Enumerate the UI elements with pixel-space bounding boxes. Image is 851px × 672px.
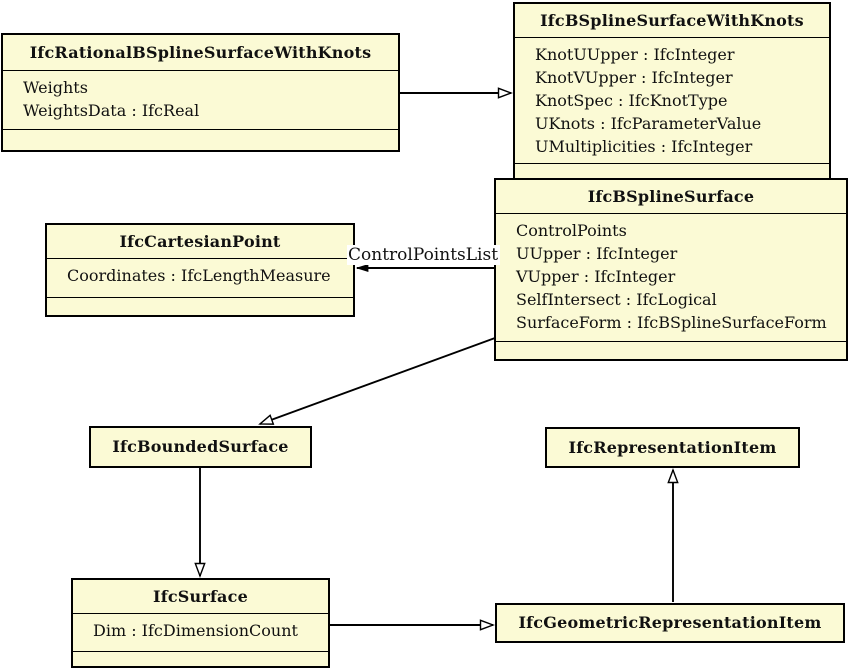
class-box-ifccartesianpoint: IfcCartesianPoint Coordinates : IfcLengt… bbox=[45, 223, 355, 317]
class-title: IfcBoundedSurface bbox=[112, 437, 289, 456]
association-label-controlpointslist: ControlPointsList bbox=[347, 245, 501, 265]
class-attribute: VUpper : IfcInteger bbox=[516, 267, 676, 286]
class-attribute: ControlPoints bbox=[516, 221, 627, 240]
class-box-ifcsurface: IfcSurface Dim : IfcDimensionCount bbox=[71, 578, 330, 668]
empty-compartment bbox=[73, 652, 328, 666]
class-attribute: KnotUUpper : IfcInteger bbox=[535, 45, 735, 64]
class-box-ifcgeometricrepresentationitem: IfcGeometricRepresentationItem bbox=[495, 603, 845, 643]
class-box-ifcbsplinesurfacewithknots: IfcBSplineSurfaceWithKnots KnotUUpper : … bbox=[513, 2, 831, 184]
class-attribute: WeightsData : IfcReal bbox=[23, 101, 200, 120]
class-box-ifcbsplinesurface: IfcBSplineSurface ControlPoints UUpper :… bbox=[494, 178, 848, 361]
class-attribute: KnotVUpper : IfcInteger bbox=[535, 68, 733, 87]
class-attribute: UKnots : IfcParameterValue bbox=[535, 114, 762, 133]
class-box-ifcrepresentationitem: IfcRepresentationItem bbox=[545, 427, 800, 468]
class-title: IfcSurface bbox=[73, 580, 328, 614]
class-attribute: KnotSpec : IfcKnotType bbox=[535, 91, 728, 110]
class-title: IfcRepresentationItem bbox=[568, 438, 777, 457]
class-title: IfcCartesianPoint bbox=[47, 225, 353, 259]
class-title: IfcRationalBSplineSurfaceWithKnots bbox=[3, 35, 398, 71]
class-title: IfcGeometricRepresentationItem bbox=[518, 613, 822, 632]
class-attribute: UMultiplicities : IfcInteger bbox=[535, 137, 753, 156]
class-attribute: Dim : IfcDimensionCount bbox=[93, 621, 298, 640]
class-attribute: SurfaceForm : IfcBSplineSurfaceForm bbox=[516, 313, 827, 332]
class-attribute: UUpper : IfcInteger bbox=[516, 244, 678, 263]
class-title: IfcBSplineSurface bbox=[496, 180, 846, 214]
class-attribute: Coordinates : IfcLengthMeasure bbox=[67, 266, 331, 285]
empty-compartment bbox=[496, 342, 846, 359]
class-attribute: Weights bbox=[23, 78, 88, 97]
empty-compartment bbox=[3, 130, 398, 150]
class-box-ifcboundedsurface: IfcBoundedSurface bbox=[89, 426, 312, 468]
empty-compartment bbox=[47, 298, 353, 315]
class-title: IfcBSplineSurfaceWithKnots bbox=[515, 4, 829, 38]
inheritance-arrow-bsplinesurface-to-boundedsurface bbox=[258, 337, 496, 425]
class-box-ifcrationalbsplinesurfacewithknots: IfcRationalBSplineSurfaceWithKnots Weigh… bbox=[1, 33, 400, 152]
class-attribute: SelfIntersect : IfcLogical bbox=[516, 290, 717, 309]
